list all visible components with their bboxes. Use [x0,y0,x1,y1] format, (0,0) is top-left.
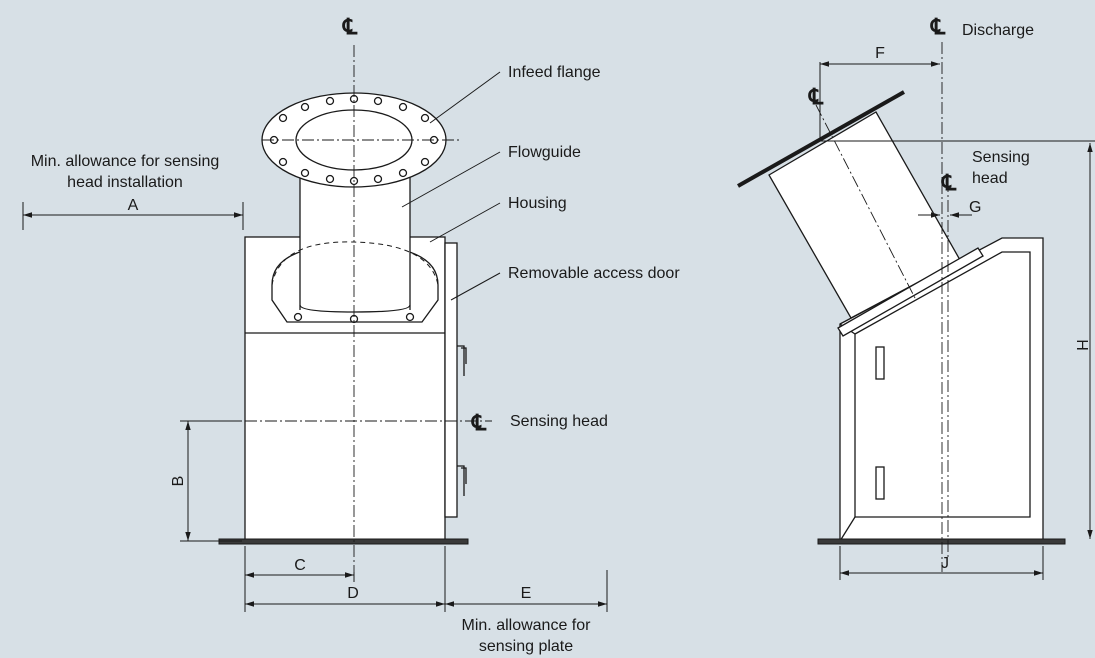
centerline-symbol-top: ℄ [342,14,358,39]
label-sensing-head-right-2: head [972,170,1008,187]
left-view: ℄ Infeed flange Flowguide Housing Remova… [22,14,680,655]
door-handle-top [457,345,467,376]
label-flowguide: Flowguide [508,144,581,161]
side-slot-bottom [875,466,885,500]
leader-infeed-flange [429,71,501,124]
label-sensing-head: Sensing head [510,413,608,430]
label-min-allowance-head-1: Min. allowance for sensing [31,153,220,170]
discharge-flange [737,90,905,188]
centerline-symbol-inclined: ℄ [808,84,824,109]
centerline-symbol-sensing: ℄ [471,410,487,435]
base-plate [218,538,469,545]
access-door [444,242,458,518]
side-housing-inner [854,251,1031,518]
label-sensing-head-right-1: Sensing [972,149,1030,166]
dim-label-b: B [170,476,187,487]
door-handle-bottom [457,465,467,496]
dim-label-h: H [1073,339,1090,351]
guide-base-plate [837,247,984,337]
leader-access-door [450,272,501,301]
dim-label-a: A [128,197,139,214]
label-access-door: Removable access door [508,265,680,282]
label-discharge: Discharge [962,22,1034,39]
label-min-allowance-head-2: head installation [67,174,183,191]
leader-housing [429,202,501,243]
label-min-allowance-plate-1: Min. allowance for [462,617,592,634]
label-housing: Housing [508,195,567,212]
dim-label-j: J [941,555,949,572]
right-view: ℄ Discharge ℄ ℄ Sensing head F G H J [737,14,1095,580]
side-base-plate [817,538,1066,545]
centerline-symbol-discharge: ℄ [930,14,946,39]
label-infeed-flange: Infeed flange [508,64,601,81]
dim-label-e: E [521,585,532,602]
inclined-centerline [815,104,917,301]
leader-flowguide [401,151,501,208]
dim-label-f: F [875,45,885,62]
label-min-allowance-plate-2: sensing plate [479,638,573,655]
dim-label-d: D [347,585,359,602]
side-slot-top [875,346,885,380]
dim-label-c: C [294,557,306,574]
dim-label-g: G [969,199,981,216]
centerline-symbol-sensing-right: ℄ [941,170,957,195]
